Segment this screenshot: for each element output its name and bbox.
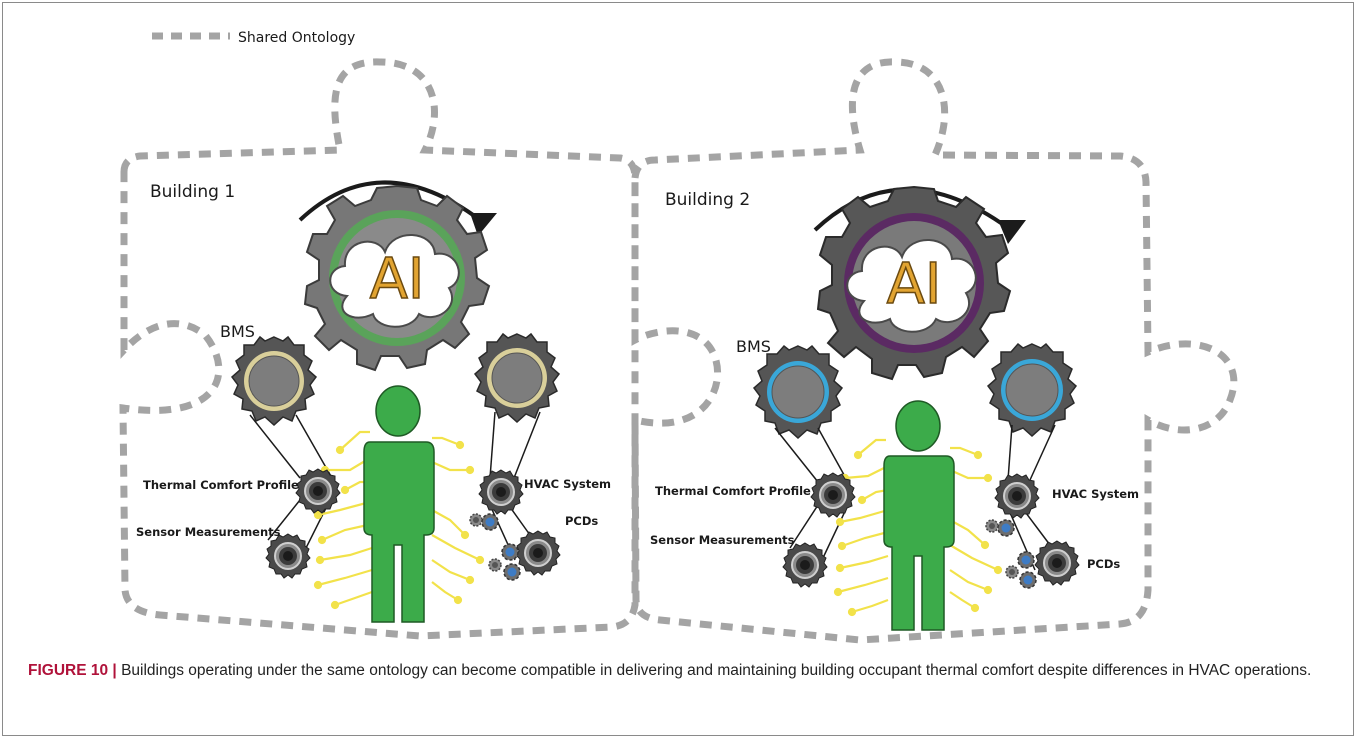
pcds-label: PCDs [1087,557,1120,571]
hvac-main-gear-icon [986,342,1078,438]
arrowhead-icon [470,213,497,236]
bms-gear-icon [230,335,318,427]
thermal-profile-gear-icon [295,468,341,514]
pcd-gear-icon [1034,540,1080,586]
gear-belts [249,411,541,561]
ai-label: AI [370,247,425,312]
figure-number: FIGURE 10 | [28,662,117,679]
legend-label: Shared Ontology [238,30,355,46]
pcds-label: PCDs [565,514,598,528]
bms-label: BMS [736,337,771,356]
hvac-system-label: HVAC System [1052,487,1139,501]
pcd-small-gear-icon [1005,565,1019,579]
building-1-title: Building 1 [150,182,235,202]
pcd-small-gear-icon [997,519,1015,537]
thermal-comfort-label: Thermal Comfort Profile [655,484,811,498]
ai-gear-icon: AI [303,184,491,372]
occupant-person-icon [363,385,435,623]
pcd-small-gear-icon [469,513,483,527]
bms-label: BMS [220,322,255,341]
pcd-small-gear-icon [1017,551,1035,569]
pcd-small-gear-icon [1019,571,1037,589]
thermal-comfort-label: Thermal Comfort Profile [143,478,299,492]
arrowhead-icon [998,220,1026,244]
pcd-small-gear-icon [501,543,519,561]
hvac-main-gear-icon [473,332,561,424]
cloud-icon [329,234,460,328]
caption-text: Buildings operating under the same ontol… [121,662,1312,679]
pcd-small-gear-icon [488,558,502,572]
building-2-title: Building 2 [665,190,750,210]
puzzle-piece-building-1 [119,58,639,640]
circuit-traces [833,438,1003,617]
figure-caption: FIGURE 10 | Buildings operating under th… [28,660,1328,681]
sensor-measurements-label: Sensor Measurements [650,533,795,547]
puzzle-piece-building-2 [631,58,1238,644]
ontology-diagram: Shared Ontology Building 1 AI BMS [119,30,1238,644]
hvac-system-label: HVAC System [524,477,611,491]
pcd-gear-icon [515,530,561,576]
hvac-gear-icon [994,473,1040,519]
thermal-profile-gear-icon [810,472,856,518]
hvac-gear-icon [478,469,524,515]
sensor-gear-icon [782,542,828,588]
sensor-measurements-label: Sensor Measurements [136,525,281,539]
pcd-small-gear-icon [503,563,521,581]
pcd-small-gear-icon [481,513,499,531]
building-1: Building 1 AI BMS [136,180,611,623]
building-2: Building 2 AI BMS [650,185,1139,631]
legend: Shared Ontology [152,30,355,46]
bms-gear-icon [752,344,844,440]
sensor-gear-icon [265,533,311,579]
ai-gear-icon: AI [816,185,1012,381]
occupant-person-icon [883,400,955,631]
pcd-small-gear-icon [985,519,999,533]
ai-label: AI [887,252,942,317]
cloud-icon [846,239,977,333]
